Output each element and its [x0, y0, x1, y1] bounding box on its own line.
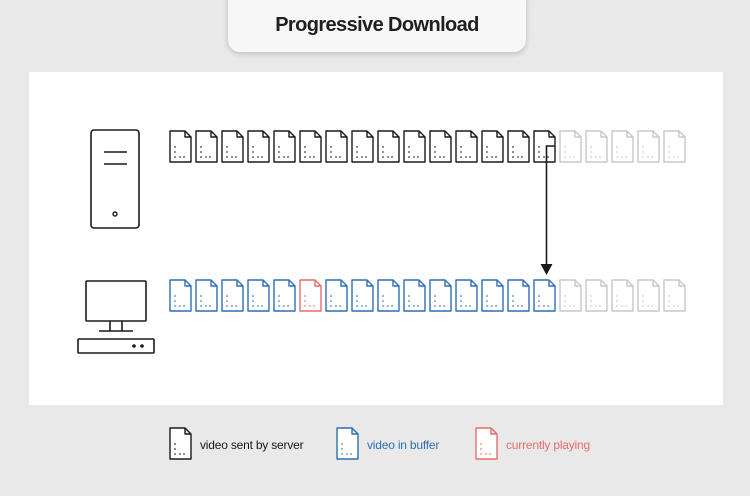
- file-icon-buffer: [273, 279, 296, 312]
- file-icon-sent: [299, 130, 322, 163]
- file-icon-sent: [455, 130, 478, 163]
- legend-label-sent: video sent by server: [200, 438, 304, 452]
- file-icon-sent: [169, 427, 192, 460]
- file-icon-buffer: [403, 279, 426, 312]
- client-file-row: [169, 279, 686, 312]
- file-icon-buffer: [195, 279, 218, 312]
- file-icon-sent: [273, 130, 296, 163]
- arrow-line: [545, 145, 555, 266]
- file-icon-buffer: [481, 279, 504, 312]
- file-icon-sent: [533, 130, 556, 163]
- file-icon-pending: [585, 279, 608, 312]
- file-icon-playing: [299, 279, 322, 312]
- file-icon-pending: [559, 279, 582, 312]
- file-icon-sent: [481, 130, 504, 163]
- desktop-computer-icon: [77, 280, 155, 354]
- file-icon-pending: [559, 130, 582, 163]
- file-icon-pending: [585, 130, 608, 163]
- file-icon-pending: [663, 130, 686, 163]
- legend-label-playing: currently playing: [506, 438, 590, 452]
- file-icon: [169, 427, 192, 460]
- file-icon-buffer: [533, 279, 556, 312]
- file-icon-sent: [247, 130, 270, 163]
- legend-label-buffer: video in buffer: [367, 438, 440, 452]
- server-tower-icon: [90, 129, 140, 229]
- file-icon-buffer: [377, 279, 400, 312]
- transfer-arrow: [540, 145, 555, 275]
- file-icon-pending: [637, 130, 660, 163]
- file-icon-buffer: [221, 279, 244, 312]
- file-icon-sent: [403, 130, 426, 163]
- file-icon-buffer: [507, 279, 530, 312]
- page-title: Progressive Download: [275, 14, 479, 36]
- file-icon-sent: [429, 130, 452, 163]
- file-icon-pending: [637, 279, 660, 312]
- file-icon-sent: [377, 130, 400, 163]
- file-icon-sent: [507, 130, 530, 163]
- file-icon-buffer: [336, 427, 359, 460]
- file-icon-sent: [325, 130, 348, 163]
- file-icon-pending: [611, 279, 634, 312]
- file-icon-pending: [611, 130, 634, 163]
- file-icon-pending: [663, 279, 686, 312]
- file-icon-playing: [475, 427, 498, 460]
- server-file-row: [169, 130, 686, 163]
- file-icon-buffer: [455, 279, 478, 312]
- file-icon-buffer: [351, 279, 374, 312]
- arrow-head: [540, 264, 553, 275]
- file-icon-buffer: [247, 279, 270, 312]
- file-icon-sent: [169, 130, 192, 163]
- file-icon: [336, 427, 359, 460]
- file-icon: [475, 427, 498, 460]
- file-icon-sent: [221, 130, 244, 163]
- file-icon-sent: [195, 130, 218, 163]
- file-icon-buffer: [169, 279, 192, 312]
- file-icon-sent: [351, 130, 374, 163]
- file-icon-buffer: [429, 279, 452, 312]
- file-icon-buffer: [325, 279, 348, 312]
- title-tab: [228, 0, 526, 52]
